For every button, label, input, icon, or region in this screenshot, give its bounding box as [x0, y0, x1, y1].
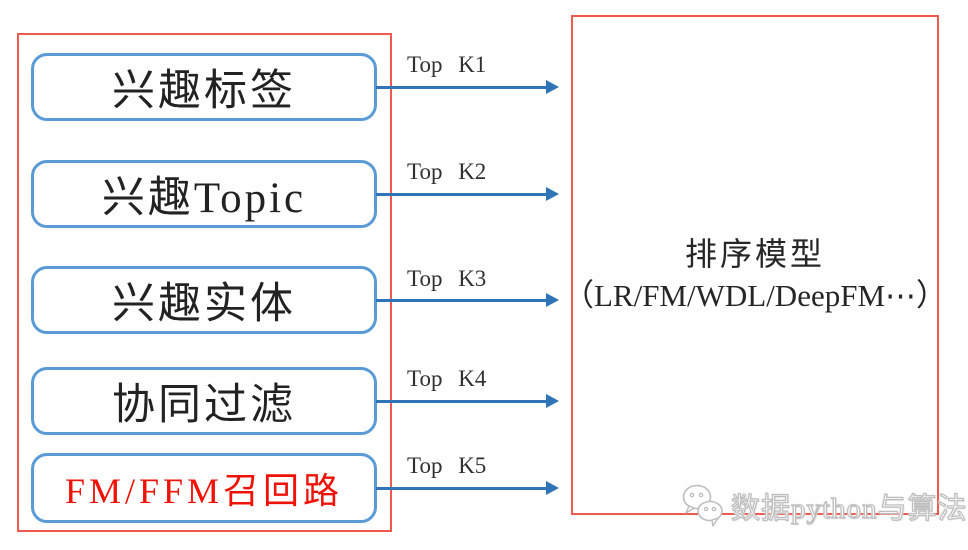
arrow-head-icon — [546, 293, 559, 307]
ranking-model-title: 排序模型 — [684, 236, 825, 272]
ranking-model-box: 排序模型 （LR/FM/WDL/DeepFM⋯） — [563, 15, 947, 515]
wechat-icon — [682, 484, 723, 527]
recall-box-label: FM/FFM召回路 — [64, 471, 344, 511]
arrow-line — [376, 86, 548, 89]
arrow-label-topk5: Top K5 — [407, 453, 487, 478]
recall-box-interest-topic: 兴趣Topic — [31, 160, 377, 228]
recall-box-fm-ffm: FM/FFM召回路 — [31, 453, 377, 523]
recall-box-label: 协同过滤 — [112, 382, 296, 429]
arrow-head-icon — [546, 187, 559, 201]
arrow-head-icon — [546, 481, 559, 495]
arrow-line — [376, 487, 548, 490]
recall-box-collaborative-filtering: 协同过滤 — [31, 367, 377, 435]
arrow-label-topk3: Top K3 — [407, 266, 487, 291]
watermark-text: 数据python与算法 — [730, 492, 968, 525]
arrow-line — [376, 400, 548, 403]
arrow-line — [376, 299, 548, 302]
recall-panel — [17, 33, 392, 532]
arrow-label-topk2: Top K2 — [407, 159, 487, 184]
watermark: 数据python与算法 — [679, 482, 968, 530]
recall-box-label: 兴趣标签 — [112, 68, 296, 115]
recall-box-interest-tag: 兴趣标签 — [31, 53, 377, 121]
arrow-label-topk4: Top K4 — [407, 366, 487, 391]
arrow-head-icon — [546, 80, 559, 94]
arrow-label-topk1: Top K1 — [407, 52, 487, 77]
recall-box-label: 兴趣Topic — [101, 175, 307, 222]
arrow-head-icon — [546, 394, 559, 408]
recall-box-interest-entity: 兴趣实体 — [31, 266, 377, 334]
recall-box-label: 兴趣实体 — [112, 281, 296, 328]
ranking-model-subtitle: （LR/FM/WDL/DeepFM⋯） — [562, 278, 948, 313]
arrow-line — [376, 193, 548, 196]
